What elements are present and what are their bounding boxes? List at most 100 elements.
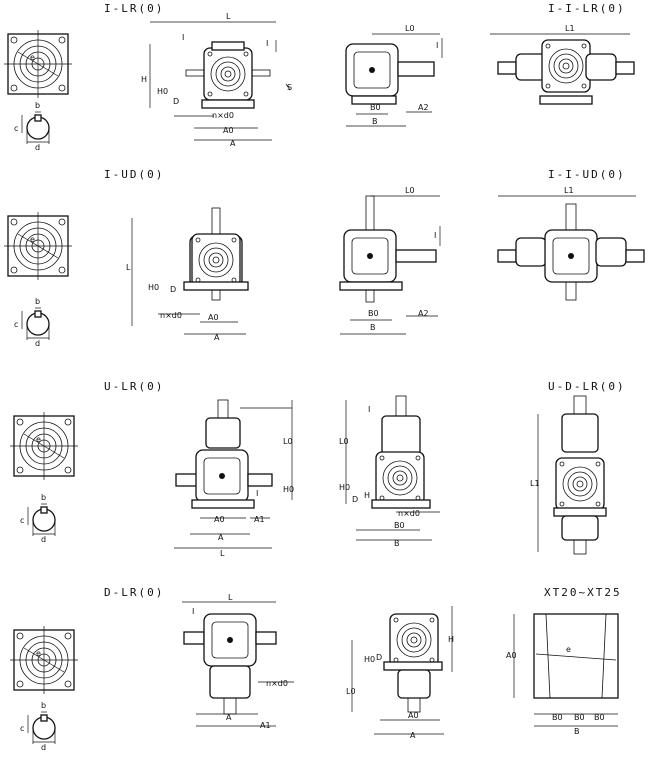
svg-text:e: e: [36, 435, 41, 444]
svg-text:n×d0: n×d0: [160, 311, 182, 320]
svg-text:L0: L0: [405, 24, 415, 33]
svg-text:A2: A2: [418, 309, 429, 318]
svg-text:e: e: [36, 649, 41, 658]
row2-keyway: b c d: [14, 297, 50, 348]
svg-text:b: b: [41, 493, 46, 502]
svg-text:H0: H0: [364, 655, 375, 664]
svg-text:c: c: [14, 320, 18, 329]
svg-text:A1: A1: [254, 515, 265, 524]
svg-text:n×d0: n×d0: [266, 679, 288, 688]
svg-text:L: L: [126, 263, 131, 272]
row4-keyway: b c d: [20, 701, 56, 752]
svg-text:B0: B0: [594, 713, 605, 722]
svg-text:A0: A0: [506, 651, 517, 660]
row2-side-drawing: L0 I B0 A2 B: [339, 186, 441, 335]
svg-text:d: d: [35, 339, 40, 348]
svg-text:L0: L0: [283, 437, 293, 446]
svg-text:H: H: [141, 75, 147, 84]
svg-text:L: L: [226, 12, 231, 21]
svg-text:L0: L0: [339, 437, 349, 446]
svg-text:I: I: [434, 231, 436, 240]
svg-text:A: A: [230, 139, 236, 148]
svg-text:H0: H0: [283, 485, 294, 494]
svg-text:b: b: [41, 701, 46, 710]
title-i-lr: I-LR(0): [104, 2, 165, 15]
svg-text:I: I: [182, 33, 184, 42]
svg-text:d: d: [35, 143, 40, 152]
title-xt20-xt25: XT20~XT25: [544, 586, 622, 599]
svg-text:B: B: [372, 117, 378, 126]
svg-text:H: H: [448, 635, 454, 644]
row2-double-drawing: L1: [497, 186, 645, 301]
svg-text:L1: L1: [565, 24, 575, 33]
svg-text:n×d0: n×d0: [398, 509, 420, 518]
svg-text:B: B: [370, 323, 376, 332]
title-u-d-lr: U-D-LR(0): [548, 380, 626, 393]
row3-u-lr-drawing: L0 H0 I A0 A1 A L: [174, 399, 294, 558]
svg-text:L0: L0: [405, 186, 415, 195]
svg-text:A: A: [410, 731, 416, 740]
svg-text:A0: A0: [208, 313, 219, 322]
row1-double-drawing: L1: [490, 24, 635, 105]
row1-side-drawing: L0 I B0 A2 B: [345, 24, 443, 127]
title-d-lr: D-LR(0): [104, 586, 165, 599]
svg-text:D: D: [173, 97, 179, 106]
row4-flange-view: e: [9, 625, 79, 695]
svg-text:e: e: [566, 645, 571, 654]
svg-text:S: S: [287, 83, 292, 92]
row2-flange-view: e: [3, 211, 73, 281]
svg-text:A1: A1: [260, 721, 271, 730]
svg-text:B: B: [574, 727, 580, 736]
svg-text:H0: H0: [157, 87, 168, 96]
svg-text:L1: L1: [530, 479, 540, 488]
svg-text:A: A: [218, 533, 224, 542]
row3-flange-view: e: [9, 411, 79, 481]
svg-text:H: H: [364, 491, 370, 500]
svg-text:L0: L0: [346, 687, 356, 696]
title-u-lr: U-LR(0): [104, 380, 165, 393]
svg-text:c: c: [20, 724, 24, 733]
svg-text:L1: L1: [564, 186, 574, 195]
svg-text:L: L: [220, 549, 225, 558]
svg-text:e: e: [30, 53, 35, 62]
svg-text:D: D: [352, 495, 358, 504]
row3-keyway: b c d: [20, 493, 56, 544]
svg-text:b: b: [35, 101, 40, 110]
svg-text:L: L: [228, 593, 233, 602]
svg-text:d: d: [41, 743, 46, 752]
svg-text:B0: B0: [394, 521, 405, 530]
svg-text:A: A: [214, 333, 220, 342]
row4-xt20-xt25-drawing: A0 e B0 B0 B0 B: [506, 613, 619, 736]
title-i-ud: I-UD(0): [104, 168, 165, 181]
svg-text:I: I: [266, 39, 268, 48]
row1-flange-view: e: [3, 29, 73, 99]
row4-d-lr-drawing: L I n×d0 A A1: [182, 593, 294, 730]
svg-text:A0: A0: [223, 126, 234, 135]
svg-text:I: I: [368, 405, 370, 414]
row4-side-drawing: L0 H0 D H A0 A: [346, 606, 454, 740]
row3-u-d-drawing: L1: [530, 395, 607, 555]
row3-side-drawing: L0 I H0 D H n×d0 B0 B: [339, 395, 440, 548]
svg-text:A: A: [226, 713, 232, 722]
svg-text:A0: A0: [214, 515, 225, 524]
svg-text:I: I: [192, 607, 194, 616]
svg-text:A0: A0: [408, 711, 419, 720]
svg-text:c: c: [20, 516, 24, 525]
title-i-i-lr: I-I-LR(0): [548, 2, 626, 15]
svg-text:I: I: [256, 489, 258, 498]
svg-text:d: d: [41, 535, 46, 544]
svg-text:D: D: [170, 285, 176, 294]
row1-i-lr-drawing: L I I H H0 D n×d0 A0 A S: [141, 12, 292, 148]
title-i-i-ud: I-I-UD(0): [548, 168, 626, 181]
svg-text:B: B: [394, 539, 400, 548]
row2-i-ud-drawing: L H0 D n×d0 A0 A: [126, 207, 249, 342]
svg-text:B0: B0: [370, 103, 381, 112]
svg-text:b: b: [35, 297, 40, 306]
svg-text:B0: B0: [368, 309, 379, 318]
svg-text:B0: B0: [574, 713, 585, 722]
svg-text:c: c: [14, 124, 18, 133]
svg-text:e: e: [30, 235, 35, 244]
svg-text:H0: H0: [148, 283, 159, 292]
